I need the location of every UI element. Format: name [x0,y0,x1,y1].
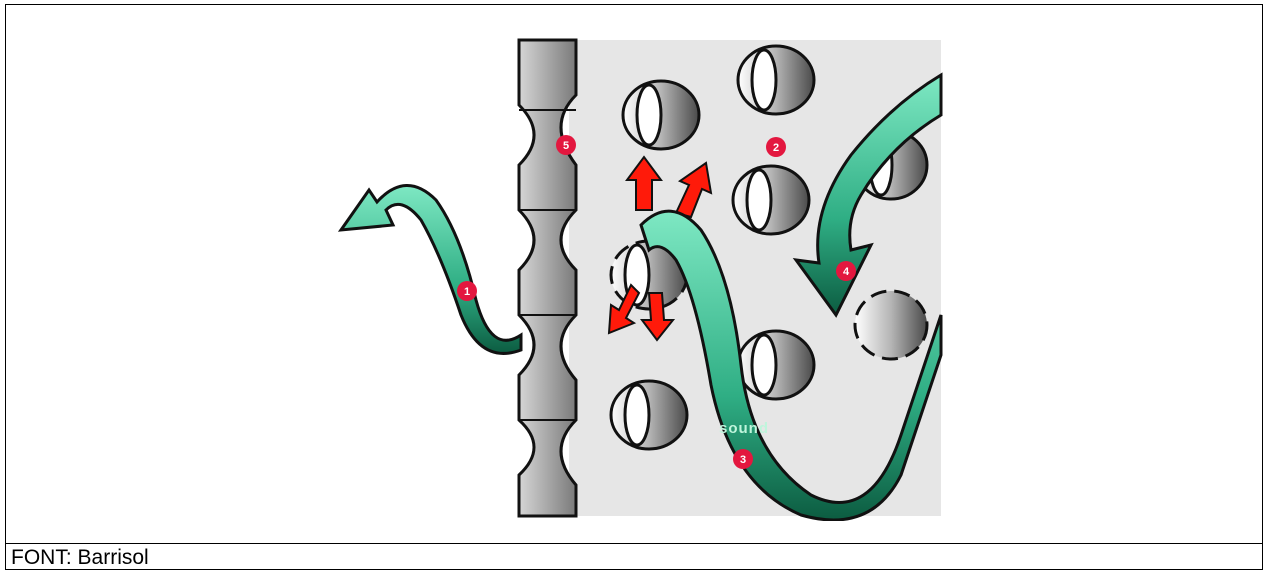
acoustic-absorption-illustration: 1 2 3 4 5 sound [331,35,943,521]
number-marker: 4 [836,261,856,281]
perforation-hole [855,291,927,359]
number-marker: 2 [766,137,786,157]
perforation-hole [733,166,809,234]
svg-text:1: 1 [464,286,470,298]
svg-text:2: 2 [773,142,779,154]
number-marker: 5 [556,135,576,155]
source-name: Barrisol [78,546,149,569]
wave-label: sound [719,420,769,437]
svg-text:4: 4 [843,266,850,278]
perforation-hole [623,81,699,149]
svg-text:5: 5 [563,140,569,152]
figure-frame: 1 2 3 4 5 sound FONT: Barrisol [5,4,1263,570]
svg-text:3: 3 [740,454,746,466]
caption-divider [6,543,1262,544]
perforation-hole [738,331,814,399]
number-marker: 1 [457,281,477,301]
sound-wave-arrow [341,185,521,353]
source-caption: FONT: Barrisol [11,546,149,570]
wall-profile [519,40,576,516]
number-marker: 3 [733,449,753,469]
perforation-hole [611,381,687,449]
perforation-hole [738,46,814,114]
source-label: FONT: [11,546,72,569]
